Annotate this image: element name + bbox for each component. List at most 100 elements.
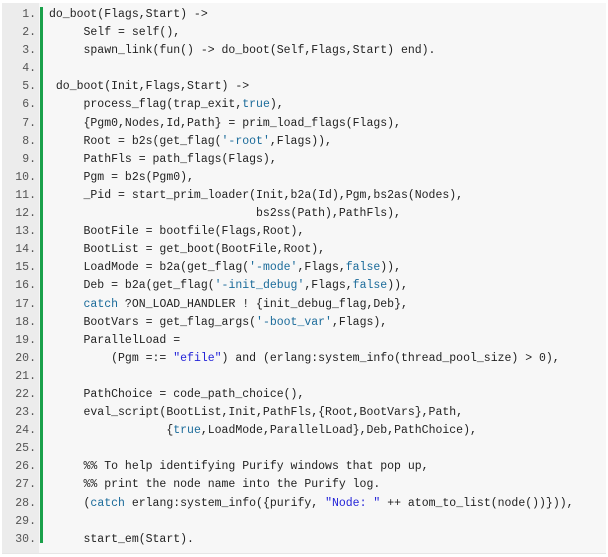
line-number: 27. (15, 478, 36, 492)
line-number: 19. (15, 333, 36, 347)
line-number: 9. (22, 152, 36, 166)
code-token: { (49, 424, 174, 438)
line-number: 21. (15, 369, 36, 383)
line-number: 26. (15, 460, 36, 474)
code-token: ?ON_LOAD_HANDLER ! {init_debug_flag,Deb}… (118, 297, 408, 311)
code-text: (Pgm =:= "efile") and (erlang:system_inf… (49, 350, 560, 368)
code-token: %% To help identifying Purify windows th… (49, 460, 429, 474)
code-token (49, 298, 84, 311)
code-token: Pgm = b2s(Pgm0), (49, 170, 194, 184)
code-text: start_em(Start). (49, 531, 194, 549)
code-text: LoadMode = b2a(get_flag('-mode',Flags,fa… (49, 259, 402, 277)
code-line: 16. Deb = b2a(get_flag('-init_debug',Fla… (2, 277, 606, 295)
code-token: PathChoice = code_path_choice(), (49, 387, 305, 401)
atom-token: catch (83, 297, 119, 311)
code-token: ParallelLoad = (49, 333, 181, 347)
line-number: 13. (15, 225, 36, 239)
code-text: BootList = get_boot(BootFile,Root), (49, 241, 326, 259)
line-number: 30. (15, 532, 36, 546)
code-token: ,LoadMode,ParallelLoad},Deb,PathChoice), (200, 424, 477, 438)
code-line: 12. bs2ss(Path),PathFls), (2, 205, 606, 223)
line-number: 6. (22, 98, 36, 112)
atom-token: true (173, 424, 201, 438)
code-token: ,Flags, (297, 261, 346, 275)
line-number: 1. (22, 8, 36, 21)
line-number: 5. (22, 80, 36, 94)
atom-token: '-mode' (249, 261, 298, 275)
code-line: 30. start_em(Start). (2, 531, 606, 549)
string-token: "efile" (173, 351, 222, 365)
code-token: _Pid = start_prim_loader(Init,b2a(Id),Pg… (49, 188, 464, 202)
line-number: 23. (15, 406, 36, 420)
code-text: BootFile = bootfile(Flags,Root), (49, 223, 305, 241)
line-number: 4. (22, 62, 36, 76)
line-number: 3. (22, 44, 36, 58)
code-text: _Pid = start_prim_loader(Init,b2a(Id),Pg… (49, 187, 464, 205)
code-lines: 1. do_boot(Flags,Start) -> 2. Self = self(… (2, 6, 606, 549)
code-line: 14. BootList = get_boot(BootFile,Root), (2, 241, 606, 259)
code-line: 4. (2, 60, 606, 78)
code-line: 10. Pgm = b2s(Pgm0), (2, 169, 606, 187)
code-text: Self = self(), (49, 24, 181, 42)
atom-token: '-root' (221, 134, 270, 148)
code-line: 20. (Pgm =:= "efile") and (erlang:system… (2, 350, 606, 368)
code-token: ( (49, 496, 91, 510)
code-line: 28. (catch erlang:system_info({purify, "… (2, 495, 606, 513)
code-text: %% To help identifying Purify windows th… (49, 458, 429, 476)
code-text: BootVars = get_flag_args('-boot_var',Fla… (49, 314, 388, 332)
string-token: "Node: " (325, 496, 381, 510)
code-text: PathFls = path_flags(Flags), (49, 151, 277, 169)
code-line: 21. (2, 368, 606, 386)
code-text: eval_script(BootList,Init,PathFls,{Root,… (49, 404, 464, 422)
code-token: ), (269, 98, 284, 112)
code-text: catch ?ON_LOAD_HANDLER ! {init_debug_fla… (49, 296, 408, 314)
code-line: 18. BootVars = get_flag_args('-boot_var'… (2, 314, 606, 332)
atom-token: false (345, 261, 381, 275)
code-line: 2. Self = self(), (2, 24, 606, 42)
code-line: 17. catch ?ON_LOAD_HANDLER ! {init_debug… (2, 296, 606, 314)
code-token: )), (380, 261, 401, 275)
code-line: 15. LoadMode = b2a(get_flag('-mode',Flag… (2, 259, 606, 277)
code-line: 24. {true,LoadMode,ParallelLoad},Deb,Pat… (2, 422, 606, 440)
atom-token: false (352, 279, 388, 293)
line-number: 22. (15, 387, 36, 401)
atom-token: '-boot_var' (256, 315, 332, 329)
line-number: 18. (15, 315, 36, 329)
code-line: 9. PathFls = path_flags(Flags), (2, 151, 606, 169)
code-line: 23. eval_script(BootList,Init,PathFls,{R… (2, 404, 606, 422)
line-number: 17. (15, 297, 36, 311)
code-token: ,Flags), (331, 315, 388, 329)
code-token: bs2ss(Path),PathFls), (49, 207, 401, 221)
code-token: %% print the node name into the Purify l… (49, 478, 381, 492)
code-text: PathChoice = code_path_choice(), (49, 386, 305, 404)
code-token: ,Flags)), (269, 134, 332, 148)
code-token: )), (387, 279, 408, 293)
code-line: 3. spawn_link(fun() -> do_boot(Self,Flag… (2, 42, 606, 60)
code-token: ,Flags, (304, 279, 353, 293)
code-line: 19. ParallelLoad = (2, 332, 606, 350)
code-token: Self = self(), (49, 26, 181, 40)
code-token: (Pgm =:= (49, 351, 174, 365)
line-number: 29. (15, 514, 36, 528)
code-token: do_boot(Flags,Start) -> (49, 8, 208, 21)
line-number: 15. (15, 261, 36, 275)
code-token: ) and (erlang:system_info(thread_pool_si… (221, 351, 560, 365)
code-token: erlang:system_info({purify, (124, 496, 326, 510)
code-text: Deb = b2a(get_flag('-init_debug',Flags,f… (49, 277, 408, 295)
code-line: 26. %% To help identifying Purify window… (2, 458, 606, 476)
line-number: 8. (22, 134, 36, 148)
line-number: 12. (15, 207, 36, 221)
line-number: 14. (15, 243, 36, 257)
line-number: 7. (22, 116, 36, 130)
code-token: start_em(Start). (49, 532, 194, 546)
line-number: 10. (15, 170, 36, 184)
code-line: 8. Root = b2s(get_flag('-root',Flags)), (2, 133, 606, 151)
code-text: spawn_link(fun() -> do_boot(Self,Flags,S… (49, 42, 436, 60)
code-line: 5. do_boot(Init,Flags,Start) -> (2, 78, 606, 96)
code-token: PathFls = path_flags(Flags), (49, 152, 277, 166)
code-text: ParallelLoad = (49, 332, 181, 350)
code-token: process_flag(trap_exit, (49, 98, 243, 112)
code-token: BootFile = bootfile(Flags,Root), (49, 225, 305, 239)
code-line: 27. %% print the node name into the Puri… (2, 476, 606, 494)
code-text: do_boot(Flags,Start) -> (49, 6, 208, 24)
